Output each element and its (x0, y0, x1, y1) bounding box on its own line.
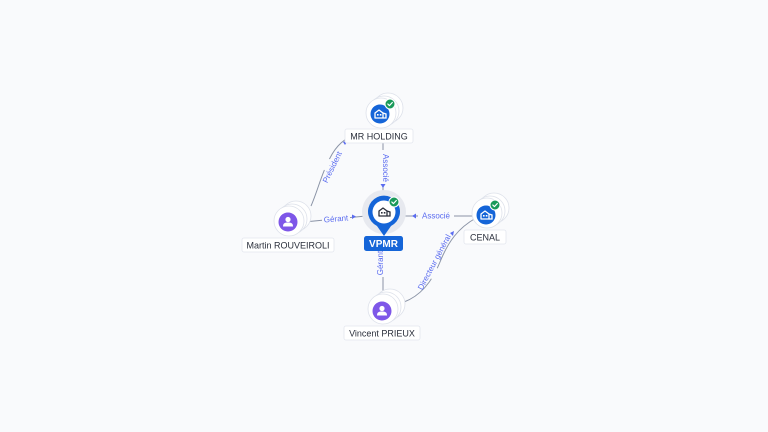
edge-label-gerant-2: Gérant (376, 250, 385, 275)
verified-check-icon (489, 199, 501, 211)
edge-label-associe-2: Associé (422, 212, 451, 221)
edge-label-gerant-1: Gérant (323, 213, 349, 224)
edge-gerant-martin: Gérant (303, 213, 367, 225)
verified-check-icon (388, 196, 400, 208)
node-label-vincent: Vincent PRIEUX (349, 329, 415, 339)
node-mr-holding[interactable]: MR HOLDING (344, 92, 414, 144)
edge-label-associe-1: Associé (381, 154, 390, 183)
node-label-cenal: CENAL (470, 233, 500, 243)
node-label-martin: Martin ROUVEIROLI (246, 241, 329, 251)
node-vpmr[interactable]: VPMR (362, 190, 406, 251)
company-icon (378, 207, 391, 217)
arrow-icon (450, 231, 454, 236)
verified-check-icon (384, 98, 396, 110)
main-node-label-box (364, 236, 403, 251)
edge-associe-cenal: Associé (402, 210, 472, 221)
arrow-icon (352, 214, 356, 219)
node-cenal[interactable]: CENAL (463, 192, 510, 245)
arrow-icon (380, 184, 386, 188)
edge-associe-mrholding: Associé (377, 142, 390, 192)
node-martin-rouveiroli[interactable]: Martin ROUVEIROLI (241, 200, 335, 253)
arrow-icon (412, 213, 416, 219)
node-label-mr-holding: MR HOLDING (350, 132, 408, 142)
node-vincent-prieux[interactable]: Vincent PRIEUX (343, 288, 421, 341)
node-label-vpmr: VPMR (369, 239, 399, 250)
